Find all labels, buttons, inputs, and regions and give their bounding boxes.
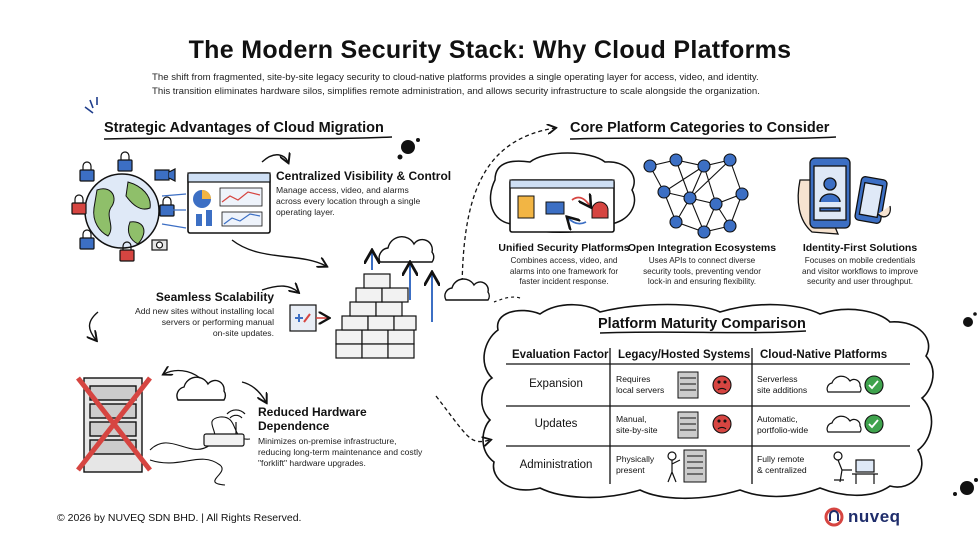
desc-line: and visitor workflows to improve <box>801 266 919 276</box>
cell-line: site-by-site <box>616 425 658 435</box>
cell-line: Serverless <box>757 374 798 384</box>
cell-line: present <box>616 465 645 475</box>
cell-line: portfolio-wide <box>757 425 809 435</box>
network-illustration <box>643 153 749 239</box>
category-desc: Combines access, video, and alarms into … <box>480 256 648 288</box>
category-desc: Focuses on mobile credentials and visito… <box>772 256 948 288</box>
building-blocks-icon <box>289 273 417 359</box>
nuveq-logo-icon <box>824 507 844 527</box>
unified-platform-illustration <box>489 152 636 233</box>
subtitle-line-1: The shift from fragmented, site-by-site … <box>152 72 759 83</box>
category-title: Open Integration Ecosystems <box>627 242 777 254</box>
desc-line: Focuses on mobile credentials <box>804 256 916 265</box>
cell-line: Automatic, <box>757 414 798 424</box>
cloud-icon <box>444 278 490 301</box>
cloud-cell: Fully remote & centralized <box>757 454 807 476</box>
ink-splat-icon <box>397 138 420 160</box>
cable-icon <box>149 416 251 486</box>
legacy-cell: Requires local servers <box>616 374 664 396</box>
advantages-heading: Strategic Advantages of Cloud Migration <box>104 120 384 136</box>
person-icon <box>667 451 681 483</box>
cloud-icon <box>826 375 862 433</box>
server-rack-icon <box>76 376 152 473</box>
advantage-title: Centralized Visibility & Control <box>276 169 452 183</box>
comparison-heading: Platform Maturity Comparison <box>598 316 806 332</box>
router-icon <box>203 409 246 447</box>
desc-line: Manage access, video, and alarms <box>276 185 409 195</box>
cell-line: Requires <box>616 374 651 384</box>
desc-line: security tools, preventing vendor <box>643 266 761 276</box>
legacy-cell: Physically present <box>616 454 654 476</box>
advantage-title: Seamless Scalability <box>155 290 274 304</box>
desc-line: Add new sites without installing local <box>134 306 274 316</box>
check-icon <box>864 375 884 434</box>
desc-line: Uses APIs to connect diverse <box>648 256 756 265</box>
category-title: Unified Security Platforms <box>498 242 630 254</box>
ink-splat-icon <box>963 312 977 327</box>
category-desc: Uses APIs to connect diverse security to… <box>614 256 790 288</box>
cloud-cell: Serverless site additions <box>757 374 807 396</box>
desc-line: "forklift" hardware upgrades. <box>258 458 366 468</box>
row-factor-expansion: Expansion <box>529 378 583 390</box>
desc-line: on-site updates. <box>212 328 274 338</box>
header-evaluation-factor: Evaluation Factor <box>512 349 609 361</box>
cloud-icon <box>378 236 435 263</box>
camera-icon <box>151 168 176 251</box>
desc-line: across every location through a single <box>276 196 421 206</box>
globe-icon <box>84 173 160 249</box>
legacy-cell: Manual, site-by-site <box>616 414 658 436</box>
row-factor-updates: Updates <box>534 418 578 430</box>
lock-icon <box>71 151 175 262</box>
desc-line: servers or performing manual <box>161 317 274 327</box>
category-title: Identity-First Solutions <box>802 242 918 254</box>
cell-line: Manual, <box>616 414 647 424</box>
desc-line: alarms into one framework for <box>509 266 619 276</box>
footer-copyright: © 2026 by NUVEQ SDN BHD. | All Rights Re… <box>57 512 302 524</box>
desc-line: reducing long-term maintenance and costl… <box>258 447 423 457</box>
category-open-integration: Open Integration Ecosystems Uses APIs to… <box>614 242 790 288</box>
categories-heading: Core Platform Categories to Consider <box>570 120 830 136</box>
desc-line: Minimizes on-premise infrastructure, <box>258 436 397 446</box>
cloud-icon <box>176 376 227 401</box>
advantage-desc: Add new sites without installing local s… <box>98 306 274 339</box>
cloud-cell: Automatic, portfolio-wide <box>757 414 808 436</box>
page-title: The Modern Security Stack: Why Cloud Pla… <box>188 36 792 64</box>
smartphone-illustration <box>797 157 891 235</box>
category-unified: Unified Security Platforms Combines acce… <box>480 242 648 288</box>
sad-face-icon <box>712 375 732 434</box>
row-factor-administration: Administration <box>519 459 593 471</box>
cell-line: Physically <box>616 454 655 464</box>
dashboard-icon <box>187 172 271 234</box>
brand-logo-text: nuveq <box>848 507 901 526</box>
cell-line: & centralized <box>757 465 807 475</box>
desc-line: lock-in and ensuring flexibility. <box>647 277 757 286</box>
advantage-desc: Manage access, video, and alarms across … <box>276 185 476 218</box>
header-legacy: Legacy/Hosted Systems <box>618 349 751 361</box>
advantage-scalability: Seamless Scalability Add new sites witho… <box>98 290 274 339</box>
advantage-hardware: Reduced Hardware Dependence Minimizes on… <box>258 405 458 469</box>
advantage-title: Reduced Hardware <box>258 405 367 419</box>
cell-line: site additions <box>757 385 808 395</box>
category-identity-first: Identity-First Solutions Focuses on mobi… <box>772 242 948 288</box>
advantage-title-line-2: Dependence <box>258 419 330 433</box>
advantage-desc: Minimizes on-premise infrastructure, red… <box>258 436 458 469</box>
desc-line: faster incident response. <box>519 277 609 286</box>
remote-worker-icon <box>833 451 878 484</box>
cell-line: Fully remote <box>757 454 805 464</box>
desc-line: operating layer. <box>276 207 335 217</box>
advantage-centralized: Centralized Visibility & Control Manage … <box>276 169 476 218</box>
subtitle-line-2: This transition eliminates hardware silo… <box>152 86 760 97</box>
comparison-cloud-border <box>481 303 934 500</box>
header-cloud-native: Cloud-Native Platforms <box>760 349 888 361</box>
mini-server-icon <box>677 371 707 483</box>
desc-line: Combines access, video, and <box>510 256 618 265</box>
desc-line: security and user throughput. <box>806 277 914 286</box>
cell-line: local servers <box>616 385 665 395</box>
ink-splat-icon <box>953 478 978 496</box>
